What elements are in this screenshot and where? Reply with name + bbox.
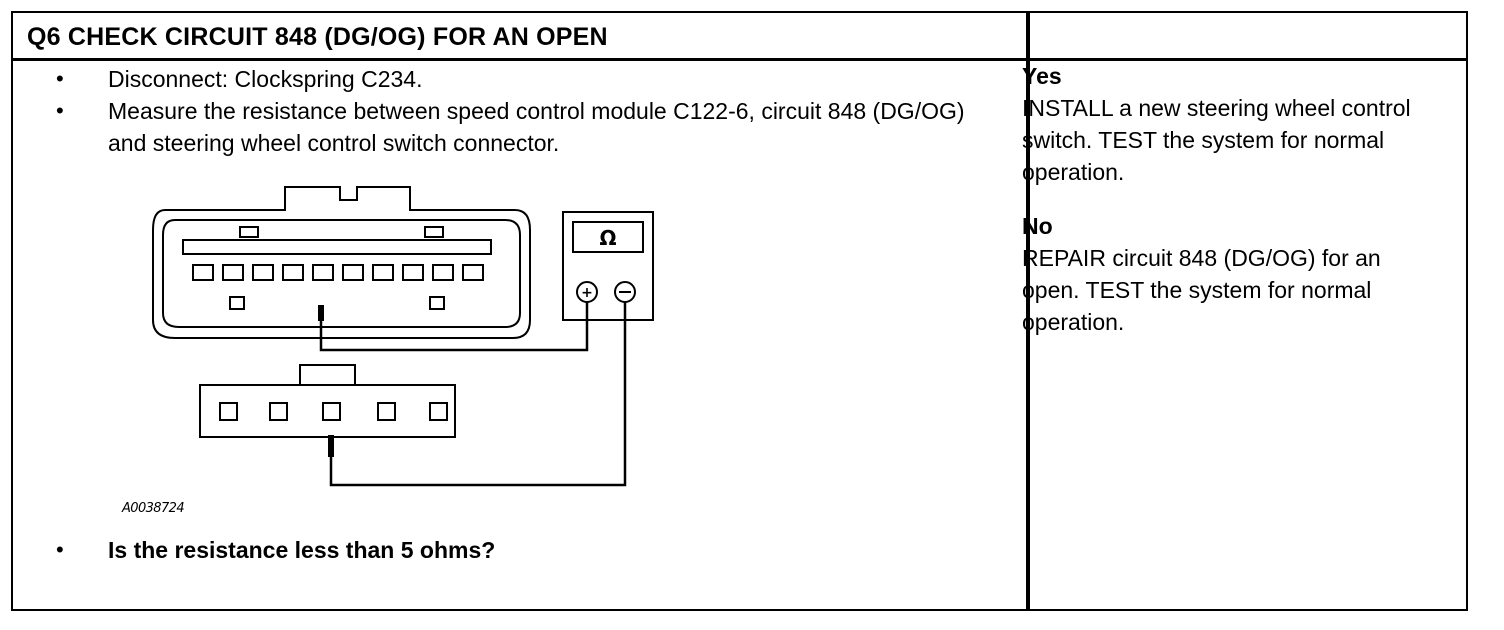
step-text: Measure the resistance between speed con… [108, 98, 965, 156]
ohmmeter [562, 211, 654, 321]
ohm-symbol: Ω [599, 226, 616, 250]
no-label: No [1022, 213, 1053, 239]
list-item: • Measure the resistance between speed c… [56, 95, 996, 159]
column-divider [1026, 13, 1030, 609]
step-title: Q6 CHECK CIRCUIT 848 (DG/OG) FOR AN OPEN [27, 23, 608, 51]
connector-diagram: Ω + [152, 186, 654, 487]
switch-pins [219, 402, 448, 421]
header-divider [13, 58, 1466, 61]
test-leads [319, 302, 627, 487]
step-text: Disconnect: Clockspring C234. [108, 66, 423, 92]
test-step-table: Q6 CHECK CIRCUIT 848 (DG/OG) FOR AN OPEN [11, 11, 1468, 611]
instruction-list: • Disconnect: Clockspring C234. • Measur… [56, 63, 996, 159]
yes-label: Yes [1022, 63, 1062, 89]
bullet-icon: • [56, 98, 64, 123]
figure-code: A0038724 [122, 501, 185, 516]
svg-text:+: + [581, 285, 593, 301]
yes-text: INSTALL a new steering wheel control swi… [1022, 95, 1411, 185]
results-column: Yes INSTALL a new steering wheel control… [1022, 60, 1442, 338]
question-item: • Is the resistance less than 5 ohms? [56, 534, 495, 566]
module-connector [152, 186, 531, 339]
switch-connector [199, 364, 456, 438]
bullet-icon: • [56, 537, 64, 562]
no-text: REPAIR circuit 848 (DG/OG) for an open. … [1022, 245, 1381, 335]
question-text: Is the resistance less than 5 ohms? [108, 537, 496, 563]
bullet-icon: • [56, 66, 64, 91]
connector-pins [192, 264, 484, 281]
list-item: • Disconnect: Clockspring C234. [56, 63, 996, 95]
